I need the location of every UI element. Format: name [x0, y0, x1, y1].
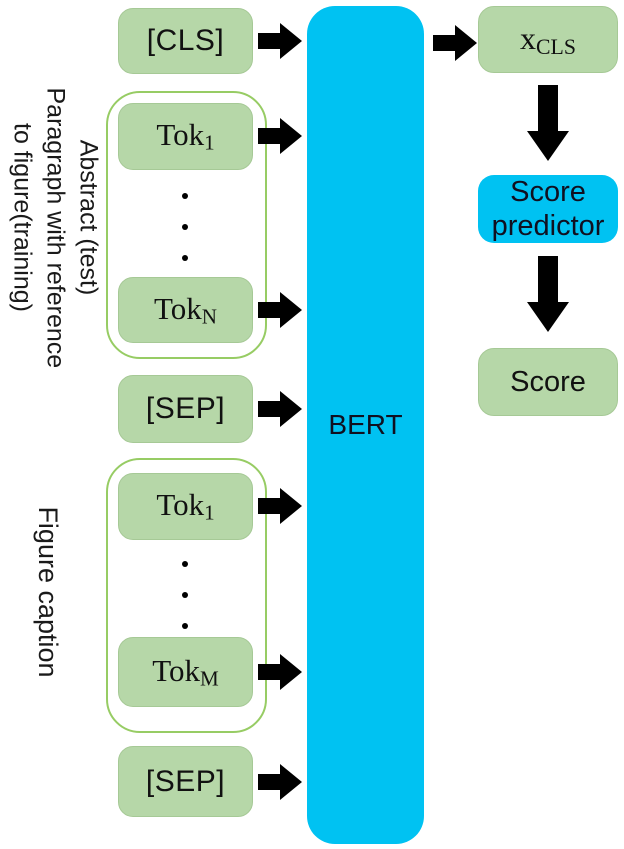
tokM-caption-label: TokM	[152, 652, 219, 691]
bert-model-label: BERT	[328, 409, 403, 440]
arrow-cls-to-bert-icon	[258, 23, 302, 59]
xcls-output-box: xCLS	[478, 6, 618, 73]
caption-tokens-group-outline	[106, 458, 267, 733]
tokN-abstract-box: TokN	[118, 277, 253, 343]
tok1-caption-label: Tok1	[156, 487, 215, 525]
sep2-token-box: [SEP]	[118, 746, 253, 817]
bert-model-box: BERT	[307, 6, 424, 844]
cls-token-box: [CLS]	[118, 8, 253, 74]
score-predictor-box: Score predictor	[478, 175, 618, 243]
tokM-caption-box: TokM	[118, 637, 253, 707]
sep1-token-box: [SEP]	[118, 375, 253, 443]
sep1-token-label: [SEP]	[145, 392, 226, 425]
arrow-score-predictor-to-score-icon	[527, 256, 569, 332]
cls-token-label: [CLS]	[146, 24, 225, 57]
arrow-tokM-to-bert-icon	[258, 654, 302, 690]
arrow-sep2-to-bert-icon	[258, 764, 302, 800]
tok1-caption-box: Tok1	[118, 473, 253, 540]
score-output-label: Score	[510, 366, 586, 398]
score-predictor-label: Score predictor	[491, 176, 605, 242]
abstract-label-line2: Paragraph with reference	[41, 87, 70, 369]
arrow-sep1-to-bert-icon	[258, 391, 302, 427]
abstract-label-line3: to figure(training)	[8, 123, 37, 312]
figure-caption-label: Figure caption	[33, 506, 63, 678]
tokN-abstract-label: TokN	[153, 290, 217, 329]
arrow-tokN-to-bert-icon	[258, 292, 302, 328]
arrow-xcls-to-score-predictor-icon	[527, 85, 569, 161]
tok1-abstract-label: Tok1	[156, 117, 215, 155]
tok1-abstract-box: Tok1	[118, 103, 253, 170]
abstract-ellipsis-dots	[182, 193, 190, 286]
abstract-paragraph-label: Abstract (test) Paragraph with reference…	[6, 87, 105, 369]
arrow-bert-to-xcls-icon	[433, 25, 477, 61]
abstract-tokens-group-outline	[106, 91, 267, 359]
xcls-output-label: xCLS	[520, 19, 576, 59]
arrow-tok1-abstract-to-bert-icon	[258, 118, 302, 154]
arrow-tok1-caption-to-bert-icon	[258, 488, 302, 524]
score-output-box: Score	[478, 348, 618, 416]
abstract-label-line1: Abstract (test)	[74, 139, 103, 296]
sep2-token-label: [SEP]	[145, 764, 226, 798]
caption-ellipsis-dots	[182, 561, 190, 654]
